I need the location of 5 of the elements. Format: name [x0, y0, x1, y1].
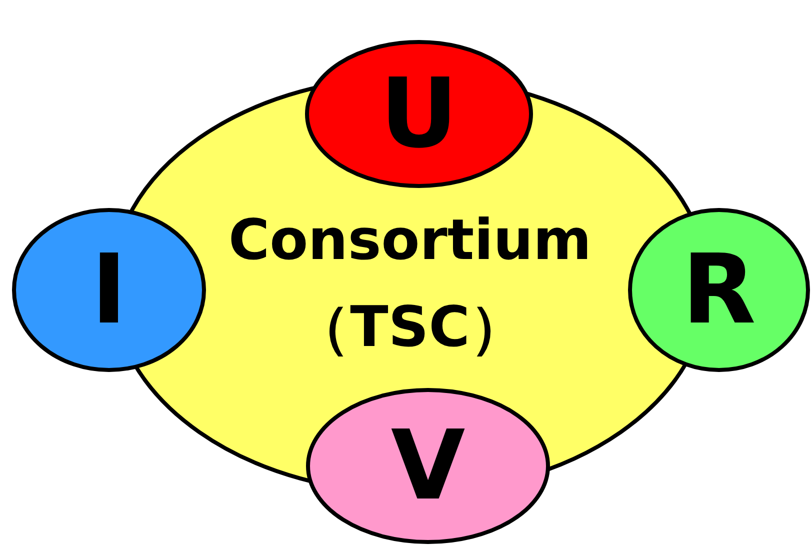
- letter-label: I: [91, 234, 127, 346]
- letter-label: U: [380, 58, 458, 170]
- letter-label: V: [390, 410, 466, 522]
- consortium-label: Consortium （TSC）: [228, 208, 592, 360]
- letter-label: R: [682, 234, 756, 346]
